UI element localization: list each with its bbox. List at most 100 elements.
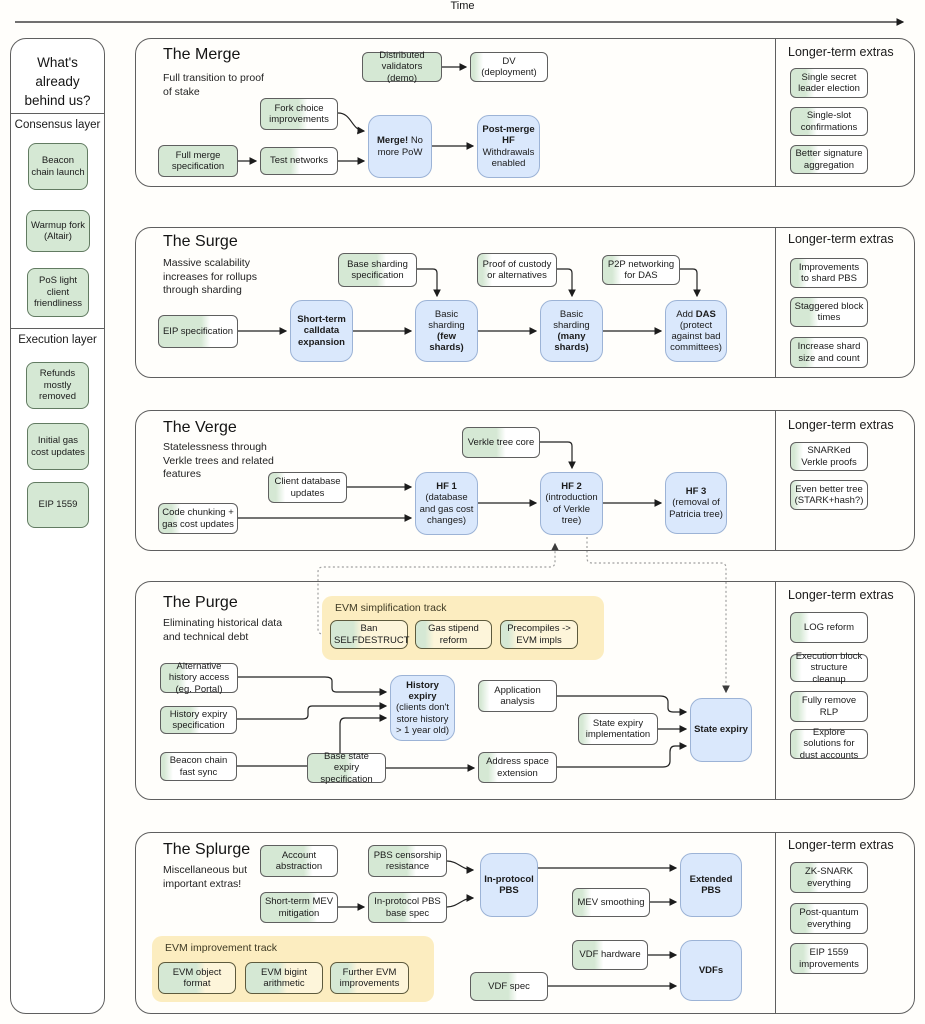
- node-dv-deploy: DV (deployment): [470, 52, 548, 82]
- node-text-strong: HF 3: [685, 486, 707, 498]
- node-text-label: Gas stipend reform: [428, 623, 479, 646]
- node-label: Client database updates: [272, 476, 343, 498]
- extras-text: Single secret leader election: [798, 71, 860, 94]
- extras-item-label: Even better tree (STARK+hash?): [794, 484, 864, 506]
- sidebar-item: Beacon chain launch: [28, 143, 88, 190]
- node-beacon-fast-sync: Beacon chain fast sync: [160, 752, 237, 781]
- node-label: Add DAS (protect against bad committees): [669, 309, 723, 354]
- sidebar-item: PoS light client friendliness: [27, 268, 89, 317]
- node-inprotocol-base: In-protocol PBS base spec: [368, 892, 447, 923]
- sidebar-divider: [10, 328, 105, 329]
- node-label: In-protocol PBS: [484, 874, 534, 896]
- node-text-label: Further EVM improvements: [339, 966, 400, 989]
- section-subtitle: Miscellaneous but important extras!: [163, 864, 248, 890]
- section-frame-purge: [135, 581, 915, 800]
- node-text-label: P2P networking for DAS: [607, 258, 675, 281]
- node-label: Alternative history access (eg. Portal): [164, 661, 234, 695]
- node-text-label: Client database updates: [274, 476, 341, 499]
- section-frame-verge: [135, 410, 915, 551]
- node-text-label: History expiry specification: [169, 708, 228, 731]
- node-vdf-hardware: VDF hardware: [572, 940, 648, 970]
- node-label: EVM bigint arithmetic: [249, 967, 319, 989]
- node-text-label: Ban SELFDESTRUCT: [334, 623, 410, 646]
- extras-text: SNARKed Verkle proofs: [801, 445, 857, 468]
- node-label: Full merge specification: [162, 150, 234, 172]
- node-label: P2P networking for DAS: [606, 259, 676, 281]
- node-evm-object: EVM object format: [158, 962, 236, 994]
- extras-item: SNARKed Verkle proofs: [790, 442, 868, 471]
- node-text-label: MEV smoothing: [577, 896, 645, 908]
- node-label: Short-term calldata expansion: [294, 314, 349, 348]
- node-label: VDF spec: [474, 981, 544, 992]
- node-p2p-das: P2P networking for DAS: [602, 255, 680, 285]
- node-text-strong: In-protocol PBS: [484, 873, 534, 896]
- sidebar-title: What's already behind us?: [24, 55, 91, 108]
- section-frame-splurge: [135, 832, 915, 1014]
- node-label: Base state expiry specification: [311, 751, 382, 785]
- time-axis-label: Time: [450, 0, 475, 12]
- node-label: History expiry (clients don't store hist…: [394, 680, 451, 736]
- extras-title: Longer-term extras: [788, 418, 894, 432]
- node-label: Gas stipend reform: [419, 623, 488, 645]
- node-text-label: Short-term MEV mitigation: [264, 896, 334, 919]
- node-text-strong: State expiry: [694, 724, 748, 736]
- extras-item: Improvements to shard PBS: [790, 258, 868, 288]
- node-text-label: State expiry implementation: [585, 717, 651, 740]
- node-text-post: (protect against bad committees): [670, 319, 722, 354]
- node-basic-many: Basic sharding (many shards): [540, 300, 603, 362]
- node-basic-few: Basic sharding (few shards): [415, 300, 478, 362]
- extras-text: ZK-SNARK everything: [804, 866, 854, 889]
- node-postmerge-hf: Post-merge HF Withdrawals enabled: [477, 115, 540, 178]
- node-proof-custody: Proof of custody or alternatives: [477, 253, 557, 287]
- node-label: VDF hardware: [576, 949, 644, 960]
- sidebar-group-label: Execution layer: [18, 334, 97, 346]
- node-verkle-core: Verkle tree core: [462, 427, 540, 458]
- node-ban-selfdestruct: Ban SELFDESTRUCT: [330, 620, 410, 649]
- node-label: HF 1 (database and gas cost changes): [419, 481, 474, 526]
- node-label: EVM object format: [162, 967, 232, 989]
- track-title: EVM improvement track: [165, 942, 278, 954]
- node-text-label: EVM object format: [172, 966, 222, 989]
- section-frame-surge: [135, 227, 915, 378]
- node-merge-box: Merge! No more PoW: [368, 115, 432, 178]
- node-inprotocol-pbs: In-protocol PBS: [480, 853, 538, 917]
- extras-item-label: Single secret leader election: [794, 72, 864, 94]
- sidebar-item-label: Warmup fork (Altair): [30, 219, 86, 242]
- node-text-label: Proof of custody or alternatives: [482, 258, 552, 281]
- node-text-strong: (many shards): [554, 331, 589, 354]
- extras-item-label: Post-quantum everything: [794, 907, 864, 929]
- node-full-merge-spec: Full merge specification: [158, 145, 238, 177]
- node-label: Distributed validators (demo): [366, 50, 438, 84]
- node-text-strong: DAS: [695, 308, 716, 320]
- node-text-label: Full merge specification: [171, 149, 225, 172]
- node-label: Beacon chain fast sync: [164, 755, 233, 777]
- extras-text: Better signature aggregation: [795, 148, 863, 171]
- extras-divider: [775, 227, 776, 378]
- node-label: Fork choice improvements: [264, 103, 334, 125]
- node-text-strong: Extended PBS: [689, 873, 733, 896]
- extras-text: Staggered block times: [794, 300, 864, 323]
- extras-text: Execution block structure cleanup: [795, 651, 863, 685]
- node-text-label: Fork choice improvements: [269, 102, 329, 125]
- extras-item: ZK-SNARK everything: [790, 862, 868, 893]
- node-hf3: HF 3 (removal of Patricia tree): [665, 472, 727, 534]
- extras-title: Longer-term extras: [788, 838, 894, 852]
- extras-item: Explore solutions for dust accounts: [790, 727, 868, 761]
- node-text-label: Add: [676, 308, 694, 320]
- node-label: History expiry specification: [164, 709, 233, 731]
- node-eip-spec: EIP specification: [158, 315, 238, 348]
- node-evm-bigint: EVM bigint arithmetic: [245, 962, 323, 994]
- extras-text: EIP 1559 improvements: [799, 947, 859, 970]
- node-text-label: Basic sharding: [428, 308, 465, 331]
- extras-item: Single-slot confirmations: [790, 107, 868, 136]
- node-label: Proof of custody or alternatives: [481, 259, 553, 281]
- node-app-analysis: Application analysis: [478, 680, 557, 712]
- node-history-expiry-spec: History expiry specification: [160, 706, 237, 734]
- sidebar-item: Warmup fork (Altair): [26, 210, 90, 252]
- node-label: In-protocol PBS base spec: [372, 896, 443, 918]
- node-label: DV (deployment): [474, 56, 544, 78]
- sidebar-divider: [10, 113, 105, 114]
- node-text-strong: Post-merge HF: [482, 124, 535, 147]
- sidebar-item-label: Refunds mostly removed: [39, 368, 76, 403]
